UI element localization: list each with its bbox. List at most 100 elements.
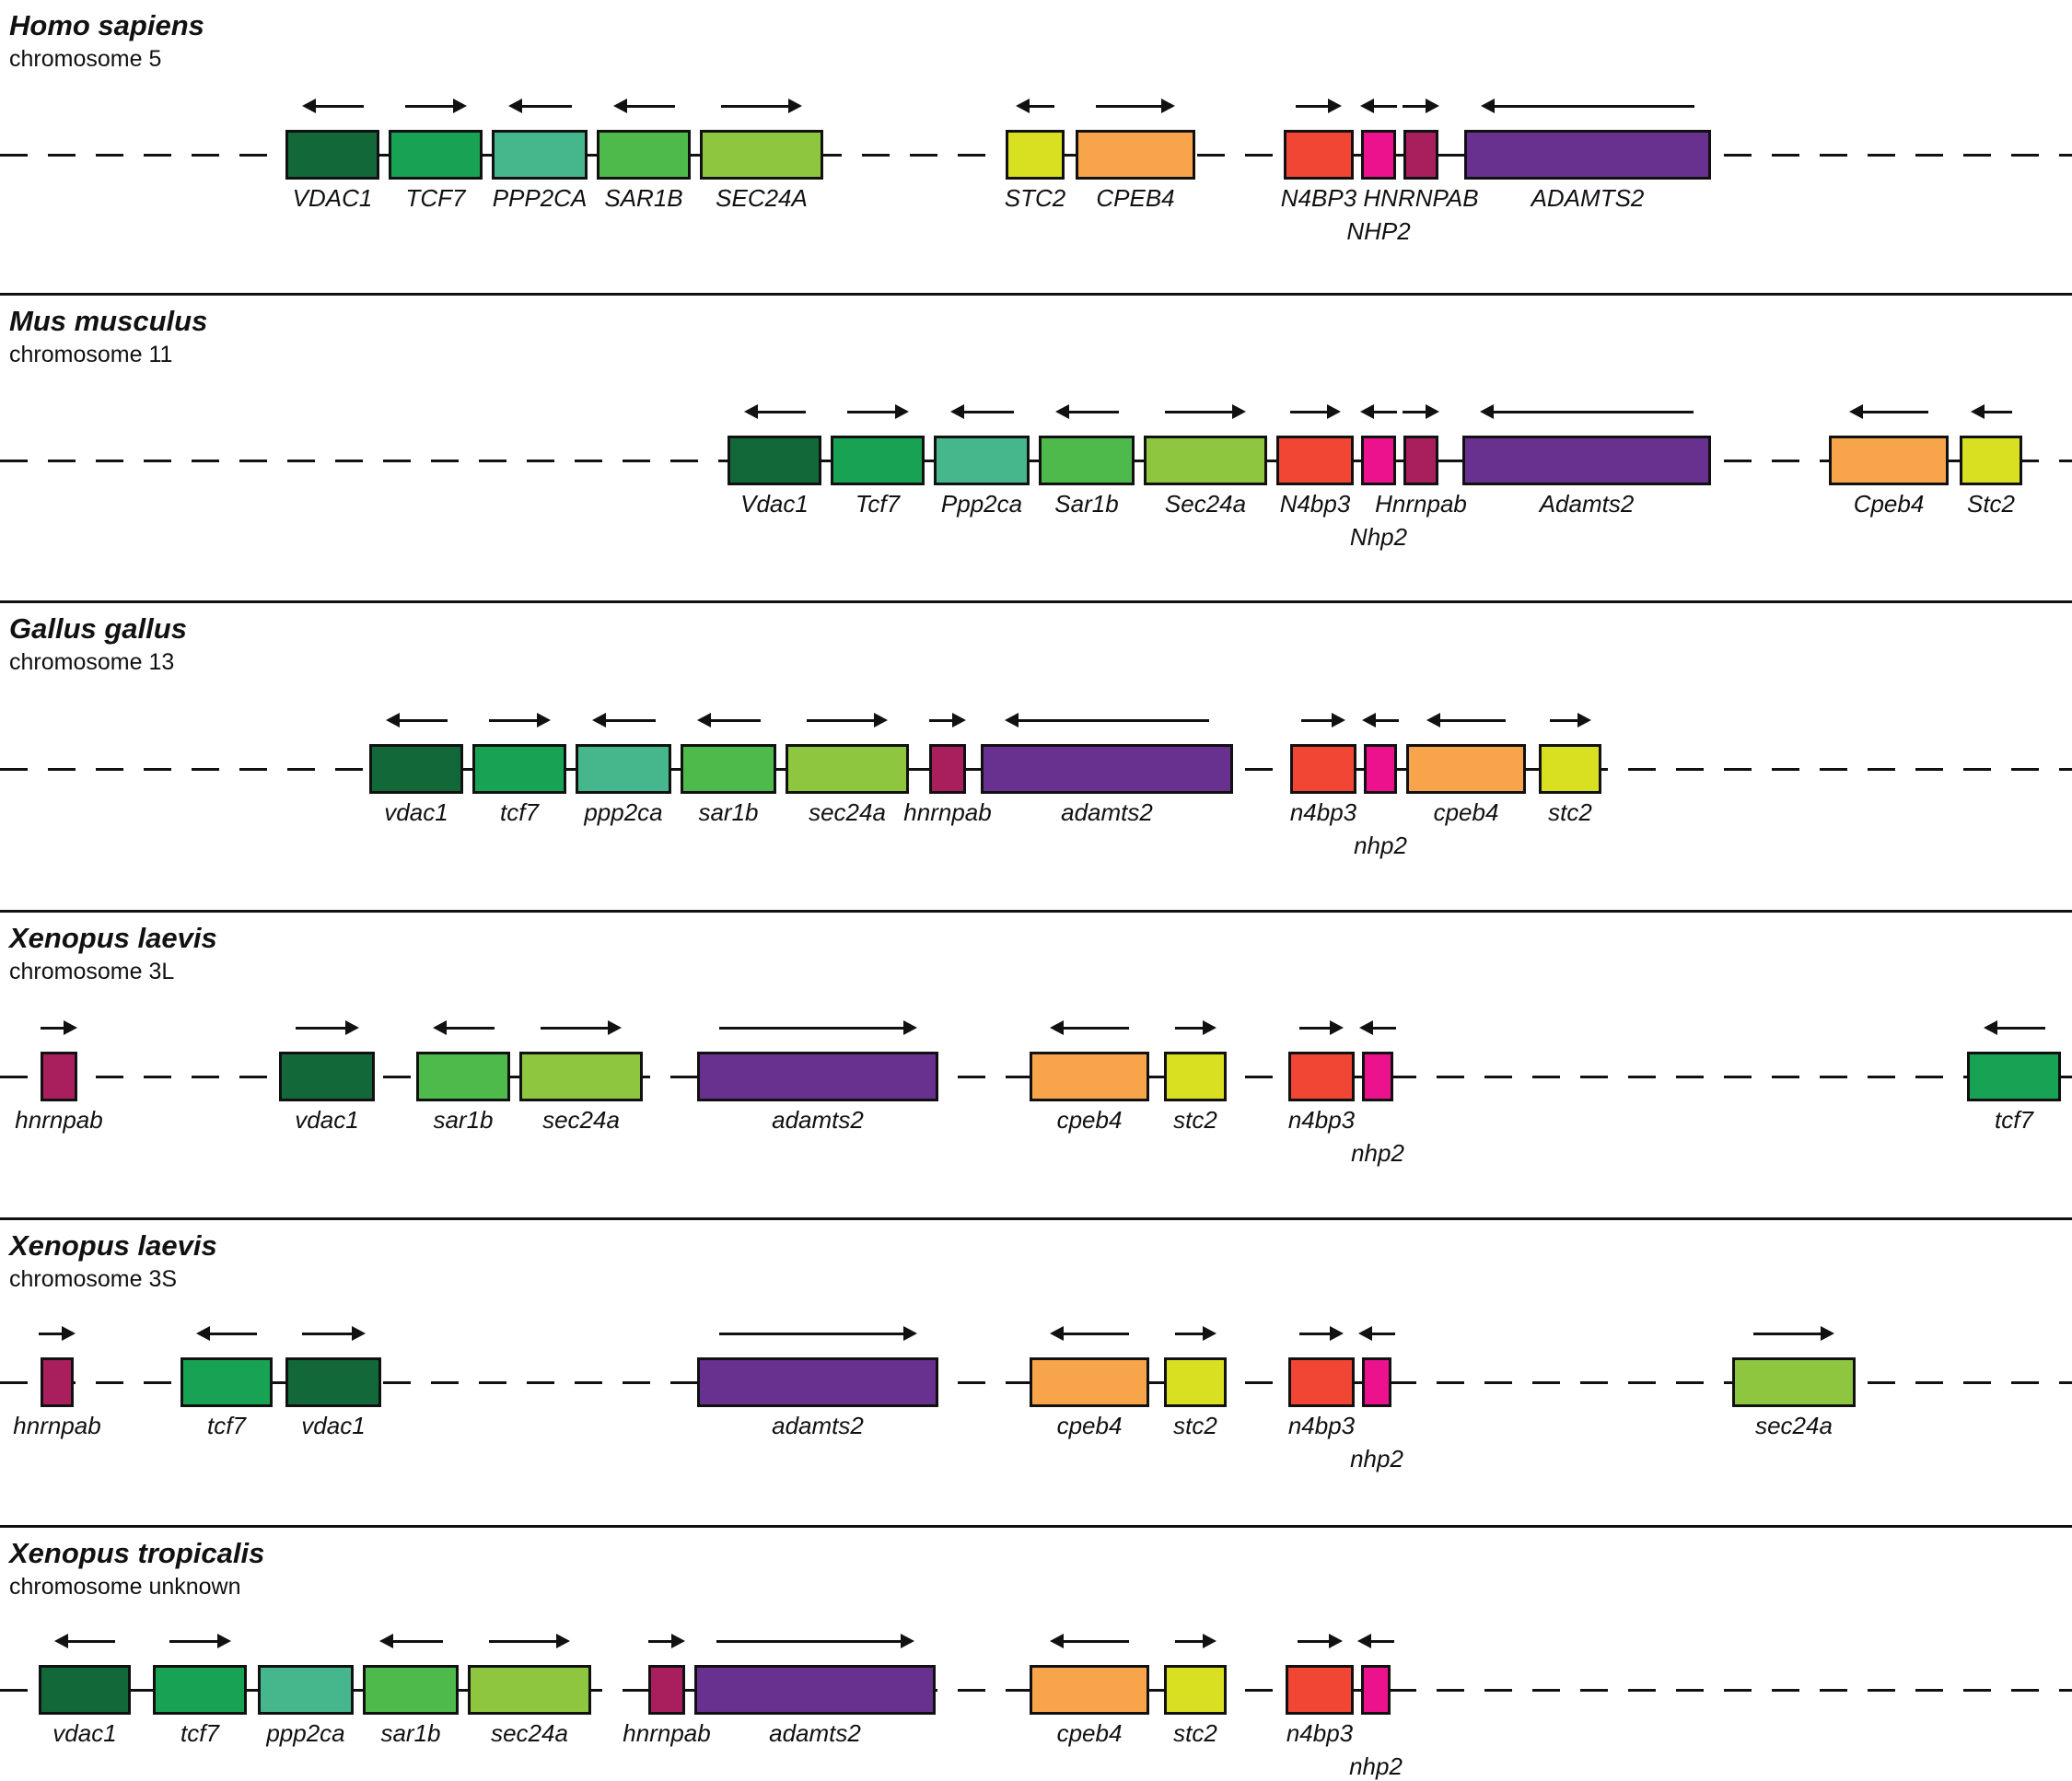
arrow-head [1005,713,1019,728]
species-title: Homo sapiens [9,9,204,41]
arrow-head [1357,1634,1371,1648]
gene-box-ppp2ca [258,1665,354,1715]
gene-label-cpeb4: cpeb4 [1433,798,1499,826]
arrow-shaft [1299,1027,1333,1030]
gene-label-sar1b: sar1b [698,798,759,826]
arrow-head [1426,99,1439,113]
gene-box-hnrnpab [648,1665,685,1715]
arrow-shaft [313,105,364,108]
transcription-arrow-right-icon [1403,98,1439,114]
gene-box-vdac1 [39,1665,131,1715]
arrow-head [1358,1326,1372,1341]
arrow-shaft [296,1027,348,1030]
arrow-head [1821,1326,1834,1341]
arrow-head [1577,713,1591,728]
arrow-head [1329,1634,1343,1648]
arrow-head [1359,1020,1373,1035]
gene-label-stc2: Stc2 [1966,490,2016,518]
transcription-arrow-left-icon [1050,1019,1129,1036]
gene-label-hnrnpab: Hnrnpab [1375,490,1467,518]
gene-box-nhp2 [1361,436,1396,485]
arrow-shaft [847,411,898,413]
arrow-head [952,713,966,728]
arrow-head [1050,1326,1064,1341]
arrow-head [950,404,964,419]
transcription-arrow-right-icon [541,1019,622,1036]
arrow-shaft [1066,411,1119,413]
arrow-shaft [807,719,877,722]
gene-label-n4bp3: n4bp3 [1287,1412,1356,1439]
gene-box-n4bp3 [1286,1665,1354,1715]
arrow-head [1161,99,1175,113]
arrow-shaft [1175,1027,1205,1030]
gene-label-n4bp3: N4bp3 [1279,490,1351,518]
transcription-arrow-left-icon [1362,712,1399,728]
transcription-arrow-left-icon [1050,1325,1129,1342]
transcription-arrow-left-icon [1005,712,1209,728]
gene-box-sar1b [597,130,691,180]
transcription-arrow-left-icon [1481,98,1694,114]
arrow-head [1050,1020,1064,1035]
transcription-arrow-right-icon [489,712,551,728]
arrow-shaft [541,1027,611,1030]
gene-box-cpeb4 [1829,436,1949,485]
gene-box-sar1b [1039,436,1135,485]
transcription-arrow-right-icon [719,1019,917,1036]
transcription-arrow-right-icon [648,1633,685,1649]
gene-label-vdac1: vdac1 [301,1412,366,1439]
arrow-shaft [708,719,761,722]
transcription-arrow-right-icon [489,1633,570,1649]
arrow-head [1327,404,1341,419]
gene-label-stc2: STC2 [1004,184,1066,212]
gene-label-vdac1: vdac1 [384,798,448,826]
arrow-head [1360,99,1374,113]
arrow-head [54,1634,68,1648]
gene-box-cpeb4 [1076,130,1195,180]
arrow-shaft [1298,1640,1332,1643]
gene-box-sar1b [363,1665,459,1715]
arrow-head [537,713,551,728]
arrow-shaft [1403,105,1428,108]
species-title: Gallus gallus [9,612,187,645]
gene-box-nhp2 [1361,130,1396,180]
arrow-shaft [1301,719,1334,722]
transcription-arrow-left-icon [1357,1633,1394,1649]
arrow-shaft [1061,1640,1129,1643]
chromosome-label: chromosome 11 [9,342,173,367]
gene-label-sar1b: SAR1B [604,184,683,212]
gene-box-sar1b [416,1052,510,1101]
gene-box-hnrnpab [929,744,966,794]
gene-box-sec24a [468,1665,591,1715]
gene-box-ppp2ca [576,744,671,794]
transcription-arrow-right-icon [302,1325,366,1342]
arrow-shaft [1061,1027,1129,1030]
gene-label-tcf7: tcf7 [207,1412,246,1439]
transcription-arrow-left-icon [1360,98,1397,114]
arrow-shaft [648,1640,674,1643]
arrow-shaft [755,411,806,413]
gene-box-stc2 [1006,130,1065,180]
arrow-shaft [397,719,448,722]
arrow-head [1971,404,1985,419]
arrow-shaft [1290,411,1330,413]
gene-box-sec24a [1144,436,1267,485]
arrow-shaft [929,719,955,722]
gene-label-adamts2: Adamts2 [1539,490,1635,518]
transcription-arrow-left-icon [302,98,364,114]
gene-box-nhp2 [1362,1052,1393,1101]
gene-label-sec24a: sec24a [809,798,886,826]
arrow-head [352,1326,366,1341]
arrow-shaft [624,105,675,108]
gene-box-tcf7 [831,436,925,485]
gene-label-sar1b: Sar1b [1054,490,1119,518]
gene-label-nhp2: nhp2 [1354,832,1407,859]
gene-label-hnrnpab: hnrnpab [623,1719,711,1747]
arrow-head [508,99,522,113]
gene-box-ppp2ca [934,436,1030,485]
gene-label-hnrnpab: hnrnpab [13,1412,101,1439]
arrow-head [1203,1326,1216,1341]
